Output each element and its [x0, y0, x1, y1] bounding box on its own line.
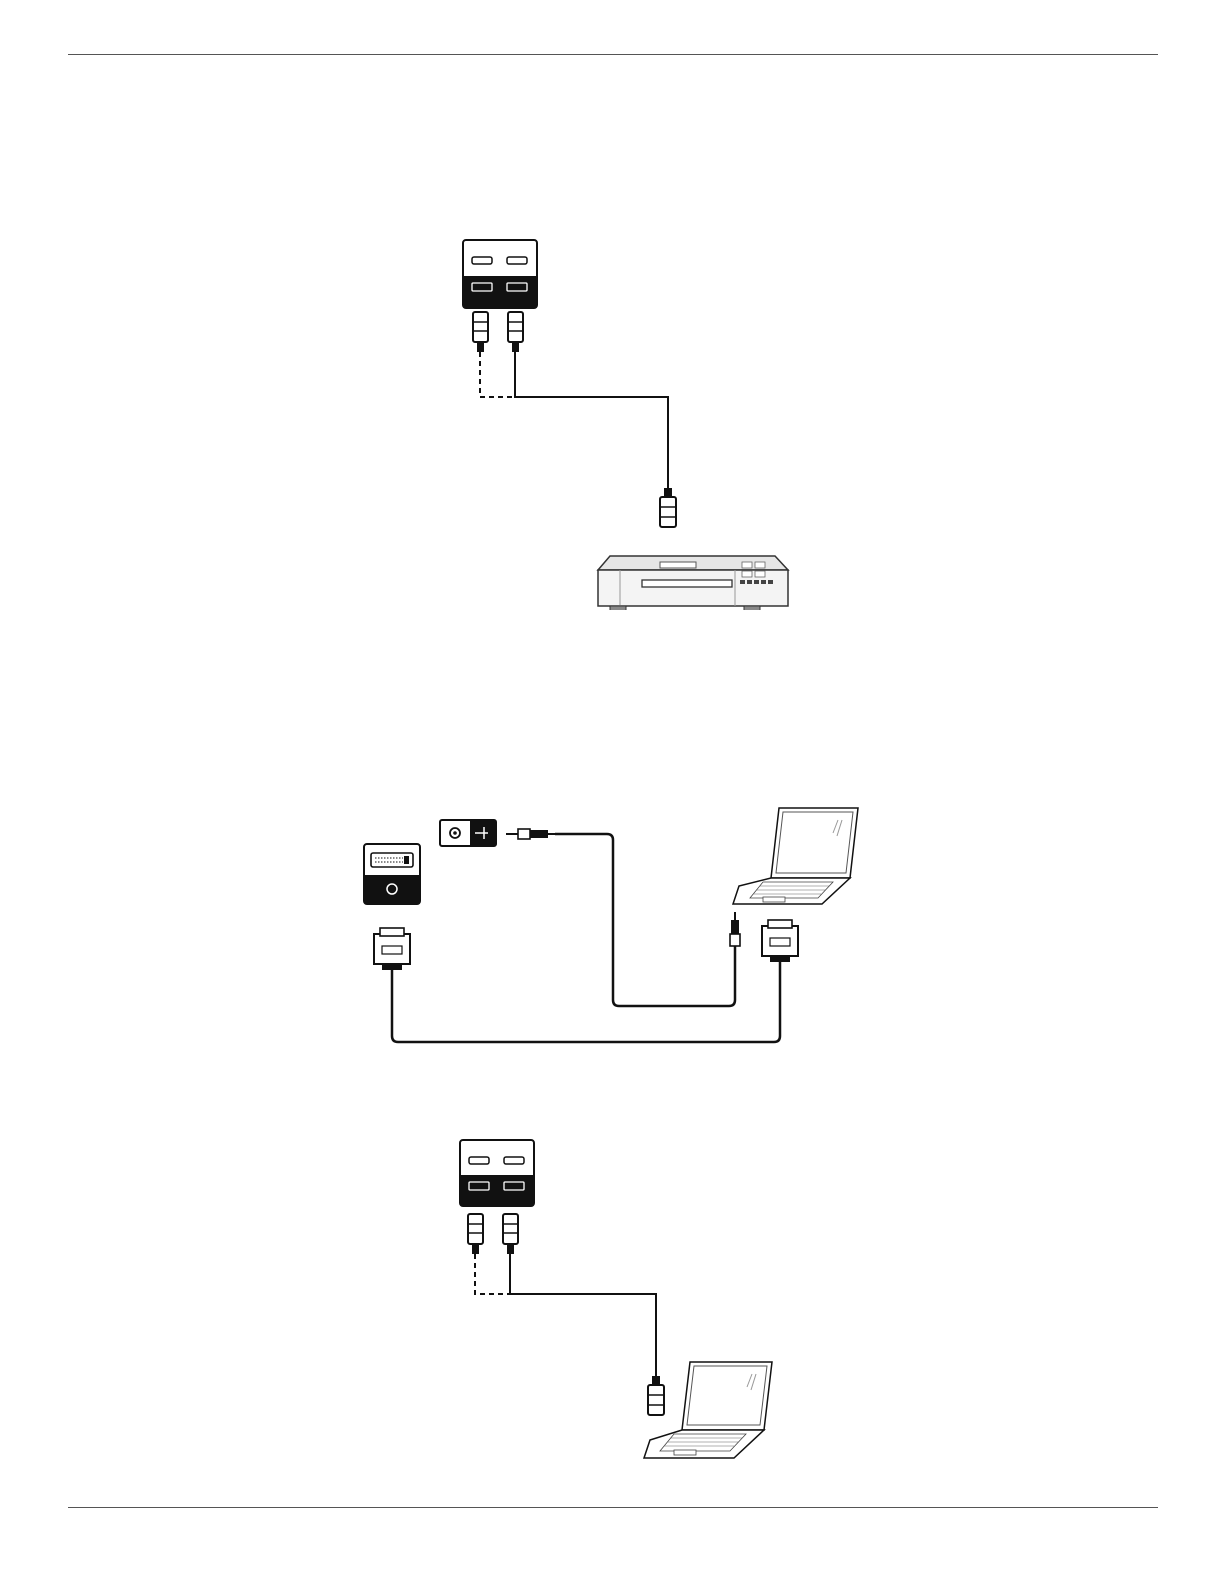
diagram-dvi-audio-laptop — [0, 800, 1225, 1050]
footer-rule — [68, 1507, 1158, 1508]
diagram-hdmi-av-player — [0, 230, 1225, 610]
disc-player-icon — [598, 556, 788, 610]
hdmi-plug-2 — [508, 312, 523, 352]
dvi-plug-panel — [374, 928, 410, 970]
hdmi-port-panel — [460, 1140, 534, 1206]
dvi-in-port — [364, 844, 420, 904]
hdmi-port-panel — [463, 240, 537, 308]
dvi-cable — [392, 962, 780, 1042]
audio-plug-panel — [506, 829, 555, 839]
diagram-hdmi-laptop — [0, 1130, 1225, 1470]
hdmi-cable-alternate — [475, 1254, 510, 1294]
hdmi-cable — [515, 352, 668, 488]
hdmi-cable — [510, 1254, 656, 1376]
audio-in-port — [440, 820, 496, 846]
hdmi-plug-1 — [468, 1214, 483, 1254]
hdmi-plug-1 — [473, 312, 488, 352]
hdmi-cable-alternate — [480, 352, 515, 397]
audio-plug-laptop — [730, 912, 740, 946]
hdmi-plug-device — [660, 488, 676, 527]
audio-cable — [555, 834, 735, 1006]
dvi-plug-laptop — [762, 920, 798, 962]
hdmi-plug-device — [648, 1376, 664, 1415]
laptop-icon — [733, 808, 858, 904]
header-rule — [68, 54, 1158, 55]
hdmi-plug-2 — [503, 1214, 518, 1254]
